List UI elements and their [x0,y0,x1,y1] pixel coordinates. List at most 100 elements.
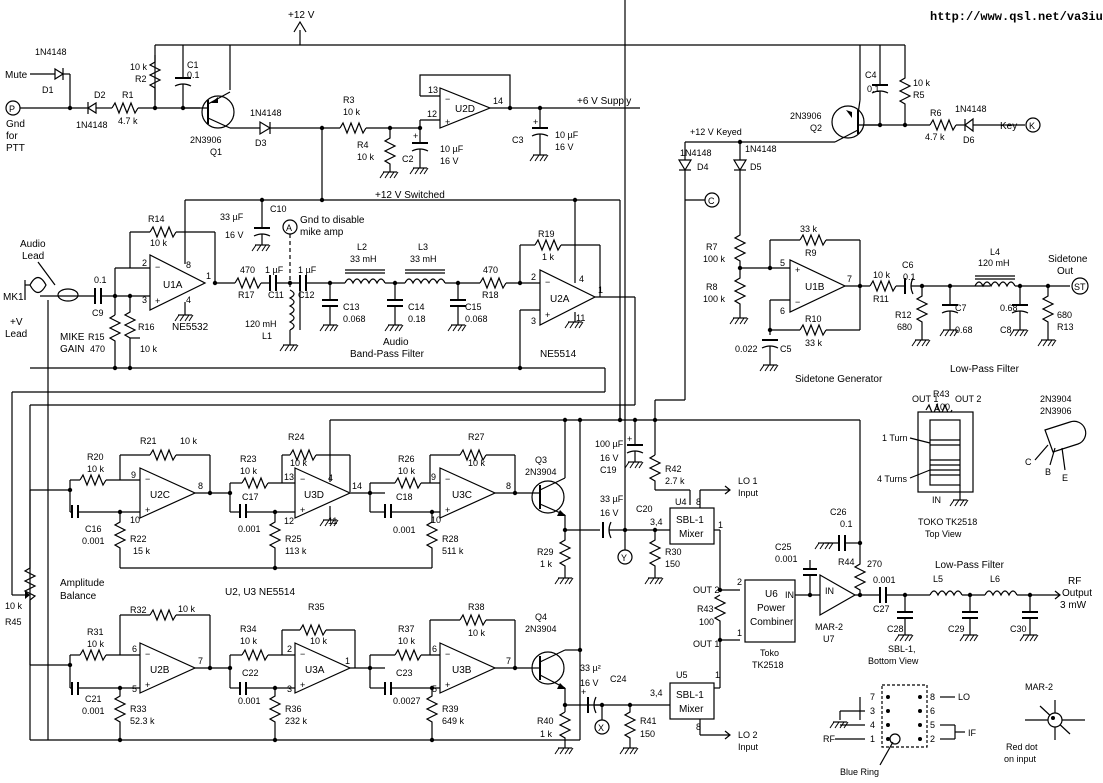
svg-text:R31: R31 [87,627,104,637]
svg-text:0.1: 0.1 [867,84,880,94]
svg-text:2: 2 [531,272,536,282]
svg-text:0.001: 0.001 [775,554,798,564]
q4-section: Q4 2N3904 R40 1 k 33 µ² 16 V C24 + X R41… [525,612,670,755]
svg-text:2N3906: 2N3906 [190,135,222,145]
svg-text:OUT 2: OUT 2 [955,394,981,404]
svg-text:10 k: 10 k [310,636,328,646]
svg-text:+: + [145,680,150,690]
svg-text:7: 7 [847,274,852,284]
svg-text:C7: C7 [955,303,967,313]
svg-text:R41: R41 [640,716,657,726]
svg-text:1: 1 [715,670,720,680]
svg-text:1 k: 1 k [540,559,553,569]
q1-transistor: 2N3906 Q1 [183,91,260,157]
svg-text:5: 5 [780,258,785,268]
svg-text:U2D: U2D [455,104,475,115]
svg-text:MK1: MK1 [3,292,24,303]
svg-text:10 k: 10 k [180,436,198,446]
svg-text:6: 6 [930,706,935,716]
upper-allpass-chain: R20 10 k R21 10 k −+ U2C 9 10 8 C16 0.00… [30,419,860,571]
svg-text:4.7 k: 4.7 k [118,116,138,126]
svg-text:13: 13 [428,85,438,95]
d1-ref: D1 [42,85,54,95]
svg-text:R6: R6 [930,108,942,118]
r2-c1: 10 k R2 C1 0.1 [130,55,200,108]
svg-text:U6: U6 [765,589,778,600]
svg-text:C22: C22 [242,668,259,678]
svg-text:Red dot: Red dot [1006,742,1038,752]
svg-text:NE5514: NE5514 [540,349,577,360]
svg-text:4: 4 [579,274,584,284]
svg-text:33 k: 33 k [800,224,818,234]
svg-text:12: 12 [284,516,294,526]
svg-text:C2: C2 [402,154,414,164]
svg-text:R1: R1 [122,90,134,100]
svg-text:10 µF: 10 µF [440,144,464,154]
svg-text:Low-Pass Filter: Low-Pass Filter [950,364,1020,375]
svg-text:470: 470 [483,265,498,275]
svg-text:U3D: U3D [304,490,324,501]
svg-text:mike amp: mike amp [300,227,344,238]
svg-text:Low-Pass Filter: Low-Pass Filter [935,560,1005,571]
amplitude-balance: Amplitude Balance 10 k R45 U2, U3 NE5514 [5,368,583,741]
svg-text:0.0027: 0.0027 [393,696,421,706]
svg-text:0.001: 0.001 [82,536,105,546]
svg-text:LO 2: LO 2 [738,730,758,740]
svg-text:33 µ²: 33 µ² [580,663,601,673]
svg-text:52.3 k: 52.3 k [130,716,155,726]
svg-text:U3A: U3A [305,665,325,676]
svg-text:10 k: 10 k [240,466,258,476]
svg-text:Power: Power [757,603,786,614]
svg-text:OUT 2: OUT 2 [693,585,719,595]
svg-text:16 V: 16 V [555,142,574,152]
svg-text:LO 1: LO 1 [738,476,758,486]
svg-text:Amplitude: Amplitude [60,578,105,589]
url-text: http://www.qsl.net/va3iul/ [930,10,1103,24]
svg-text:C: C [708,196,715,206]
svg-text:14: 14 [352,481,362,491]
svg-text:1 k: 1 k [540,729,553,739]
svg-text:8: 8 [930,692,935,702]
svg-text:0.068: 0.068 [343,314,366,324]
svg-text:+: + [627,434,632,444]
svg-text:R3: R3 [343,95,355,105]
svg-text:150: 150 [640,729,655,739]
svg-text:C26: C26 [830,507,847,517]
svg-text:C23: C23 [396,668,413,678]
svg-text:10 k: 10 k [140,344,158,354]
svg-text:R5: R5 [913,90,925,100]
svg-text:U3B: U3B [452,665,472,676]
svg-text:120 mH: 120 mH [978,258,1010,268]
svg-text:D3: D3 [255,138,267,148]
svg-text:R43: R43 [933,389,950,399]
svg-text:+: + [795,265,800,275]
svg-text:TOKO TK2518: TOKO TK2518 [918,517,977,527]
svg-text:R17: R17 [238,290,255,300]
svg-text:10 k: 10 k [150,238,168,248]
svg-text:7: 7 [198,656,203,666]
svg-text:−: − [145,649,150,659]
svg-text:0.001: 0.001 [238,696,261,706]
svg-text:L3: L3 [418,242,428,252]
svg-text:+: + [445,117,450,127]
v12-label: +12 V [288,10,315,21]
svg-text:R26: R26 [398,454,415,464]
svg-text:SBL-1: SBL-1 [676,690,704,701]
svg-text:0.001: 0.001 [393,525,416,535]
svg-text:C27: C27 [873,604,890,614]
svg-text:C17: C17 [242,492,259,502]
svg-text:−: − [300,649,305,659]
svg-text:0.18: 0.18 [408,314,426,324]
svg-text:Top View: Top View [925,529,962,539]
svg-text:Gnd: Gnd [6,119,25,130]
svg-text:−: − [445,474,450,484]
svg-text:+: + [533,117,538,127]
svg-text:9: 9 [431,472,436,482]
svg-text:Gnd to disable: Gnd to disable [300,215,365,226]
svg-text:0.1: 0.1 [840,519,853,529]
svg-text:R20: R20 [87,452,104,462]
svg-text:Output: Output [1062,588,1092,599]
svg-text:1 µF: 1 µF [265,265,284,275]
